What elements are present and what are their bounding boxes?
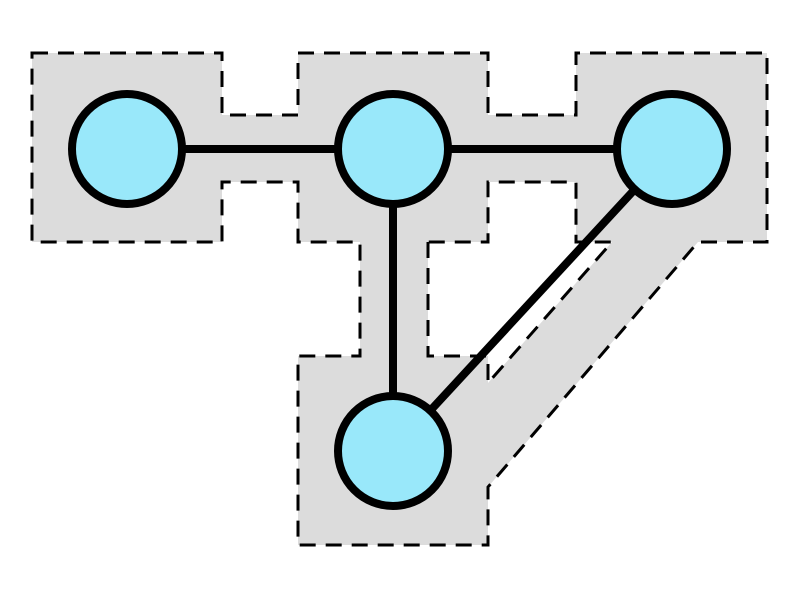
node-neighborhood-region xyxy=(30,51,769,547)
node-n2 xyxy=(334,90,452,208)
nodes-layer xyxy=(68,90,731,510)
edge-n3-n4 xyxy=(390,146,675,454)
node-n1 xyxy=(68,90,186,208)
node-n3 xyxy=(613,90,731,208)
node-n4 xyxy=(334,392,452,510)
